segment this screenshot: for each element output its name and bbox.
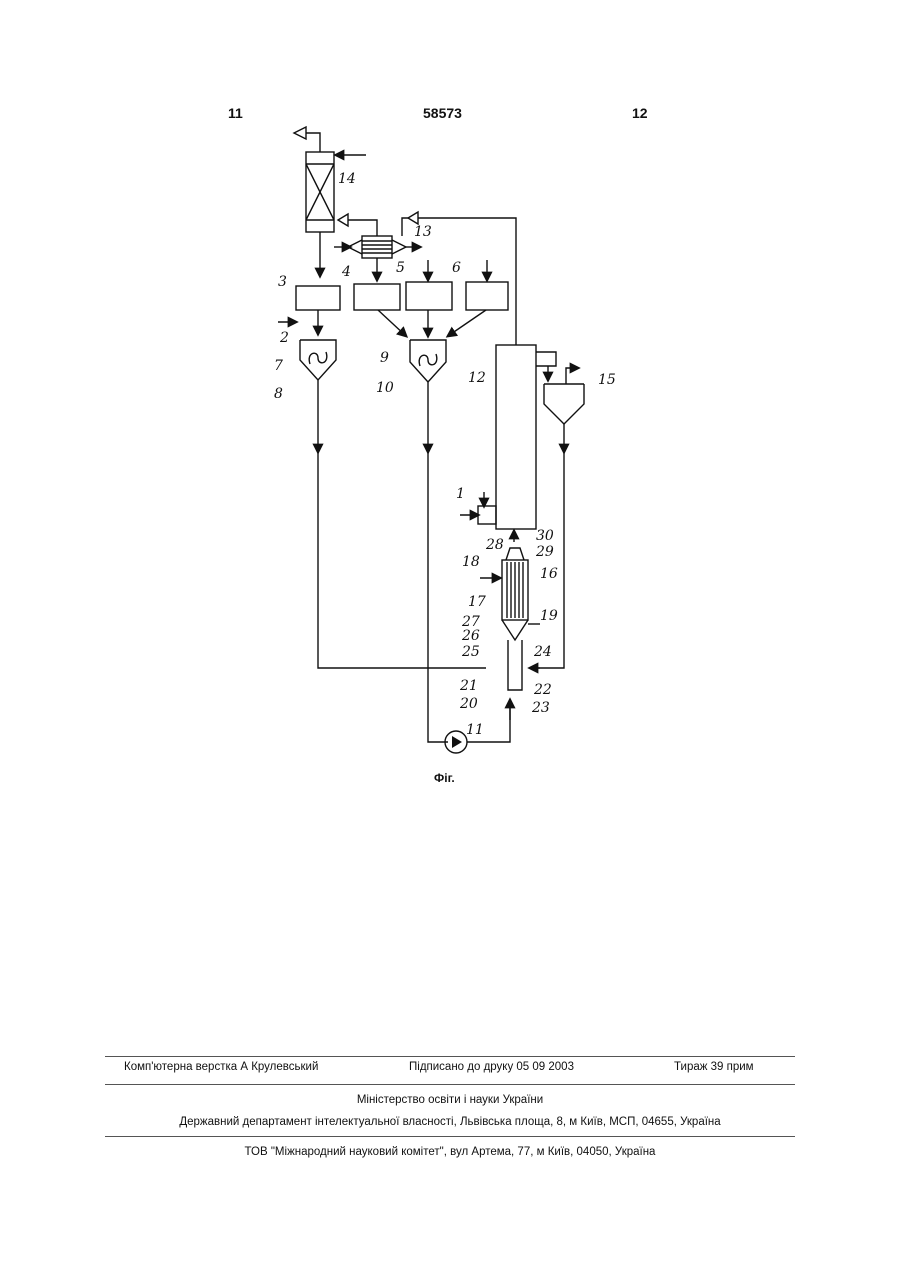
label-12: 12 (468, 370, 486, 386)
label-24: 24 (533, 644, 552, 660)
label-22: 22 (533, 682, 552, 698)
label-25: 25 (461, 644, 480, 660)
label-26: 26 (461, 628, 480, 644)
column-14 (294, 127, 366, 276)
label-23: 23 (531, 700, 550, 716)
label-28: 28 (485, 537, 504, 553)
label-19: 19 (540, 608, 558, 624)
layout-credit: Комп'ютерна верстка А Крулевський (124, 1061, 318, 1073)
publisher: ТОВ "Міжнародний науковий комітет", вул … (0, 1146, 900, 1158)
label-8: 8 (274, 386, 283, 402)
label-1: 1 (456, 486, 465, 502)
label-3: 3 (278, 274, 287, 290)
label-4: 4 (341, 264, 351, 280)
label-14: 14 (338, 171, 356, 187)
label-6: 6 (452, 260, 461, 276)
label-2: 2 (279, 330, 289, 346)
label-29: 29 (535, 544, 554, 560)
label-15: 15 (598, 372, 616, 388)
label-5: 5 (396, 260, 405, 276)
label-13: 13 (414, 224, 432, 240)
block-4 (354, 284, 400, 310)
block-6 (466, 282, 508, 310)
block-3 (296, 286, 340, 310)
footer-rule-bottom (105, 1136, 795, 1137)
label-17: 17 (468, 594, 486, 610)
figure-caption: Фіг. (434, 771, 455, 785)
label-30: 30 (536, 528, 554, 544)
label-7: 7 (274, 358, 283, 374)
label-11: 11 (466, 722, 484, 738)
label-16: 16 (540, 566, 558, 582)
signed-date: Підписано до друку 05 09 2003 (409, 1061, 574, 1073)
department: Державний департамент інтелектуальної вл… (0, 1116, 900, 1128)
process-flow-diagram: 14 13 3 4 5 6 2 7 8 9 10 12 15 1 30 28 2… (0, 0, 900, 800)
ministry: Міністерство освіти і науки України (0, 1094, 900, 1106)
label-9: 9 (380, 350, 389, 366)
label-18: 18 (462, 554, 480, 570)
footer-rule-top (105, 1056, 795, 1057)
label-20: 20 (459, 696, 478, 712)
circulation: Тираж 39 прим (674, 1061, 754, 1073)
label-21: 21 (459, 678, 478, 694)
label-10: 10 (376, 380, 394, 396)
footer-rule-middle (105, 1084, 795, 1085)
block-5 (406, 282, 452, 310)
